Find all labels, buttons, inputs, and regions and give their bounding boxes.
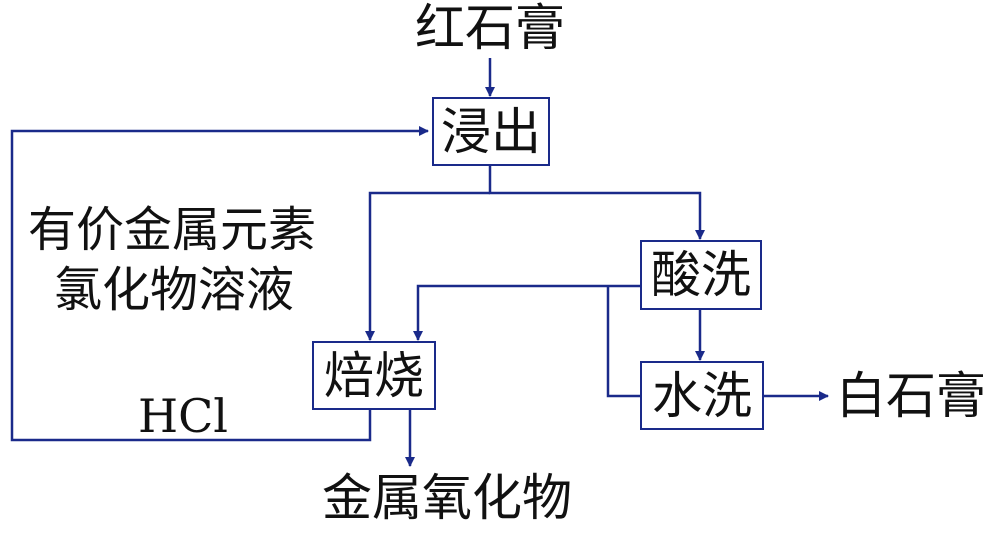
chloride-solution-line2: 氯化物溶液	[54, 262, 295, 318]
acid-wash-step-label: 酸洗	[651, 246, 751, 304]
acid-wash-step-box: 酸洗	[640, 240, 762, 310]
arrow-leach-to-roast	[365, 191, 490, 341]
leach-step-box: 浸出	[432, 97, 550, 166]
arrow-acid-wash-to-roast	[413, 284, 640, 341]
output-metal-oxide-label: 金属氧化物	[322, 469, 572, 527]
chloride-solution-line1: 有价金属元素	[28, 202, 317, 258]
roast-step-box: 焙烧	[312, 341, 436, 410]
arrow-leach-to-acid-wash	[488, 166, 705, 240]
output-white-gypsum-label: 白石膏	[836, 367, 986, 425]
water-wash-step-label: 水洗	[652, 366, 752, 425]
input-red-gypsum-label: 红石膏	[415, 0, 565, 57]
roast-step-label: 焙烧	[324, 346, 424, 405]
water-wash-step-box: 水洗	[640, 361, 764, 430]
line-water-wash-return	[606, 286, 640, 398]
leach-step-label: 浸出	[441, 102, 541, 161]
chloride-solution-label: 有价金属元素 氯化物溶液	[28, 200, 316, 320]
arrow-hcl-recycle-to-leach	[10, 126, 429, 442]
hcl-recycle-label: HCl	[138, 389, 229, 443]
